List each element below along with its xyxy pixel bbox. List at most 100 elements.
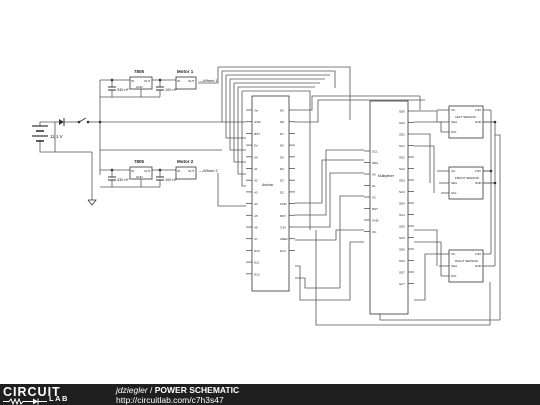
multiplexer-right-pin: SC3 — [399, 190, 405, 194]
sensor-pin-vin: Vin — [451, 169, 456, 173]
wire — [218, 66, 351, 120]
regulator-pin-in: IN — [131, 169, 134, 173]
motor-driver — [175, 76, 197, 90]
sensor-module — [448, 249, 484, 283]
sensor-pin-scl: SCL — [451, 191, 457, 195]
regulator-pin-gnd: GND — [136, 85, 144, 89]
arduino-left-pin: A3 — [254, 190, 258, 194]
wire — [295, 159, 364, 204]
capacitor-label: 100 nF — [165, 88, 178, 92]
sensor-pin-sda: SDA — [451, 264, 457, 268]
capacitor-label: 330 nF — [117, 178, 130, 182]
regulator-pin-gnd: GND — [136, 175, 144, 179]
battery-voltage-label: 11.1 V — [50, 134, 63, 139]
multiplexer-right-pin: SC1 — [399, 144, 405, 148]
sensor-name: RIGHT SENSOR — [455, 259, 479, 263]
wire — [414, 229, 438, 266]
sensor-pin-scl: SCL — [451, 274, 457, 278]
sensor-pin-vin: Vin — [451, 252, 456, 256]
multiplexer-left-pin: A2 — [372, 196, 376, 200]
regulator-name: 7805 — [134, 159, 145, 164]
sensor-pin-28v: 2.8V — [475, 169, 481, 173]
wire — [229, 79, 246, 151]
sensor-pin-scl: SCL — [451, 130, 457, 134]
arduino-left-pin: D11 — [254, 261, 260, 265]
motor-output-label: —Wheel 2 — [199, 168, 218, 173]
junction-dot — [98, 120, 102, 124]
motor-pin-in: IN — [177, 169, 180, 173]
multiplexer-label: Multiplexer — [378, 174, 395, 178]
sensor-name: LEFT SENSOR — [455, 115, 477, 119]
multiplexer-right-pin: SD0 — [399, 110, 405, 114]
multiplexer-left-pin: A0 — [372, 173, 376, 177]
junction-dot — [489, 169, 493, 173]
arduino-left-pin: A6 — [254, 226, 258, 230]
regulator-pin-in: IN — [131, 79, 134, 83]
wire — [414, 121, 442, 132]
wire — [242, 90, 311, 230]
arduino-label: Arduino — [262, 183, 274, 187]
sensor-pin-sda: SDA — [451, 181, 457, 185]
junction-dot — [110, 168, 114, 172]
junction-dot — [493, 120, 497, 124]
arduino-left-pin: 5V — [254, 144, 258, 148]
wire — [414, 241, 442, 276]
sensor-pin-vin: Vin — [451, 108, 456, 112]
arduino-right-pin: D4 — [280, 167, 284, 171]
wire — [315, 230, 491, 326]
arduino-board — [251, 95, 290, 292]
wire — [217, 173, 246, 207]
wire — [241, 91, 246, 187]
voltage-regulator — [129, 76, 153, 90]
circuitlab-logo[interactable]: CIRCUIT LAB — [3, 385, 103, 405]
multiplexer-right-pin: SD2 — [399, 156, 405, 160]
multiplexer-right-pin: SD3 — [399, 179, 405, 183]
arduino-right-pin: D8 — [280, 120, 284, 124]
arduino-left-pin: A2 — [254, 179, 258, 183]
wire — [379, 134, 501, 321]
sensor-pin-28v: 2.8V — [475, 252, 481, 256]
arduino-left-pin: A7 — [254, 237, 258, 241]
arduino-left-pin: A4 — [254, 202, 258, 206]
sensor-pin-sda: SDA — [451, 120, 457, 124]
motor-pin-in: IN — [177, 79, 180, 83]
motor-name: Motor 2 — [177, 159, 194, 164]
footer-bar: CIRCUIT LAB jdziegler / POWER SCHEMATIC … — [0, 384, 540, 405]
logo-resistor-icon — [3, 398, 47, 405]
wire — [222, 70, 336, 88]
wire — [414, 133, 431, 183]
capacitor-label: 330 nF — [117, 88, 130, 92]
multiplexer-right-pin: SC5 — [399, 236, 405, 240]
arduino-left-pin: A1 — [254, 167, 258, 171]
multiplexer-right-pin: SD1 — [399, 133, 405, 137]
wire — [198, 67, 219, 84]
diode-symbol — [59, 119, 64, 125]
multiplexer-left-pin: SCL — [372, 150, 378, 154]
schematic-url-link[interactable]: http://circuitlab.com/c7h3s47 — [116, 395, 224, 405]
sensor-name: FRONT SENSOR — [455, 176, 480, 180]
schematic-title-line: jdziegler / POWER SCHEMATIC — [116, 385, 239, 395]
wire — [237, 87, 246, 175]
junction-dot — [493, 181, 497, 185]
multiplexer-right-pin: SC0 — [399, 121, 405, 125]
logo-word-circuit: CIRCUIT — [3, 385, 61, 399]
multiplexer-right-pin: SD4 — [399, 202, 405, 206]
multiplexer-left-pin: Vin — [372, 230, 377, 234]
arduino-left-pin: A5 — [254, 214, 258, 218]
arduino-right-pin: D13 — [280, 249, 286, 253]
wire — [414, 110, 438, 122]
regulator-pin-out: OUT — [144, 169, 151, 173]
arduino-right-pin: GND — [280, 202, 288, 206]
wire — [225, 75, 246, 139]
multiplexer-left-pin: A1 — [372, 184, 376, 188]
wire — [414, 145, 435, 193]
wire — [295, 241, 364, 301]
author-link[interactable]: jdziegler — [116, 385, 148, 395]
multiplexer-right-pin: SD5 — [399, 225, 405, 229]
motor-driver — [175, 166, 197, 180]
arduino-left-pin: A0 — [254, 155, 258, 159]
schematic-title: POWER SCHEMATIC — [154, 385, 240, 395]
multiplexer-chip — [369, 100, 409, 315]
arduino-right-pin: D6 — [280, 144, 284, 148]
